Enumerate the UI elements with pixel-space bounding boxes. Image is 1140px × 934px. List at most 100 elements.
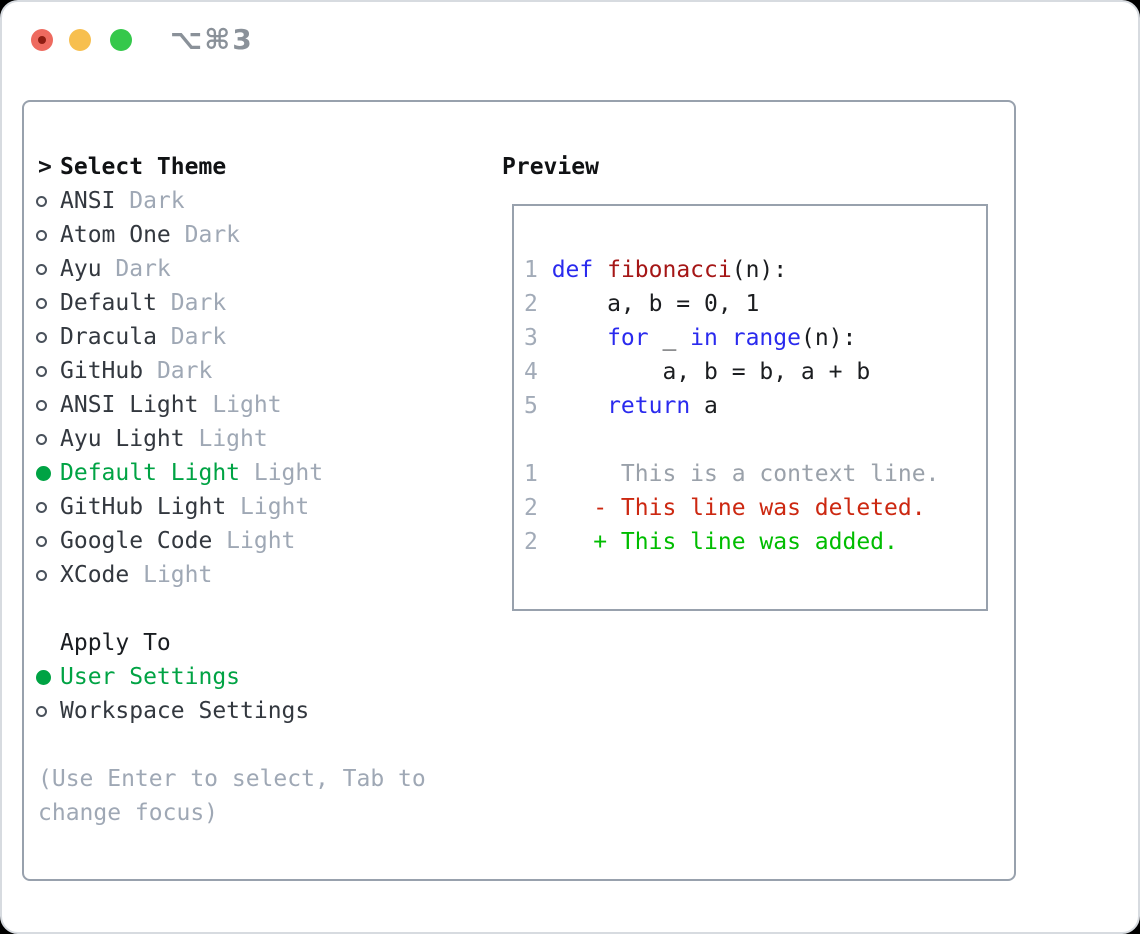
diff-text: - This line was deleted. xyxy=(551,495,926,521)
minimize-button[interactable] xyxy=(69,29,91,51)
apply-option-label: Workspace Settings xyxy=(60,698,310,724)
code-line: 5 return a xyxy=(524,389,870,423)
radio-unselected-icon xyxy=(36,535,60,547)
theme-option-label: Default Light xyxy=(60,460,241,486)
theme-option-github[interactable]: GitHub Dark xyxy=(36,354,323,388)
theme-option-default[interactable]: Default Dark xyxy=(36,286,323,320)
close-button[interactable] xyxy=(31,29,53,51)
theme-option-atom-one[interactable]: Atom One Dark xyxy=(36,218,323,252)
theme-option-github-light[interactable]: GitHub Light Light xyxy=(36,490,323,524)
selection-prompt-icon: > xyxy=(38,154,52,180)
theme-variant-badge: Light xyxy=(253,460,324,486)
preview-pane: 1 def fibonacci(n): 2 a, b = 0, 1 3 for _ i… xyxy=(512,204,988,611)
theme-option-label: Atom One xyxy=(60,222,171,248)
apply-to-title: Apply To xyxy=(60,630,171,656)
radio-selected-icon xyxy=(36,669,60,685)
preview-title: Preview xyxy=(502,154,599,180)
help-line-1: (Use Enter to select, Tab to xyxy=(38,766,426,792)
theme-list-title: Select Theme xyxy=(60,154,227,180)
apply-option-workspace-settings[interactable]: Workspace Settings xyxy=(36,694,309,728)
radio-unselected-icon xyxy=(36,331,60,343)
theme-variant-badge: Dark xyxy=(115,256,171,282)
line-number: 3 xyxy=(524,325,538,351)
line-number: 4 xyxy=(524,359,538,385)
apply-option-user-settings[interactable]: User Settings xyxy=(36,660,309,694)
theme-variant-badge: Light xyxy=(240,494,310,520)
radio-selected-icon xyxy=(36,465,60,481)
theme-option-label: ANSI Light xyxy=(60,392,199,418)
theme-option-label: Default xyxy=(60,290,157,316)
line-number: 1 xyxy=(524,461,538,487)
radio-unselected-icon xyxy=(36,433,60,445)
theme-option-default-light[interactable]: Default Light Light xyxy=(36,456,323,490)
theme-option-label: Google Code xyxy=(60,528,213,554)
theme-variant-badge: Light xyxy=(198,426,268,452)
diff-snippet: 1 This is a context line. 2 - This line w… xyxy=(524,457,939,559)
radio-unselected-icon xyxy=(36,501,60,513)
diff-line-added: 2 + This line was added. xyxy=(524,525,939,559)
theme-option-ansi-light[interactable]: ANSI Light Light xyxy=(36,388,323,422)
theme-option-label: XCode xyxy=(60,562,130,588)
code-text: a, b = b, a + b xyxy=(551,359,871,385)
radio-unselected-icon xyxy=(36,229,60,241)
code-text: def fibonacci(n): xyxy=(551,257,788,283)
diff-text: This is a context line. xyxy=(551,461,940,487)
theme-variant-badge: Dark xyxy=(170,324,227,350)
close-dot-icon xyxy=(38,36,46,44)
theme-variant-badge: Dark xyxy=(170,290,227,316)
theme-option-label: Ayu Light xyxy=(60,426,185,452)
theme-variant-badge: Dark xyxy=(156,358,213,384)
code-line: 4 a, b = b, a + b xyxy=(524,355,870,389)
theme-option-google-code[interactable]: Google Code Light xyxy=(36,524,323,558)
preview-header: Preview xyxy=(502,150,599,184)
line-number: 1 xyxy=(524,257,538,283)
theme-option-ayu[interactable]: Ayu Dark xyxy=(36,252,323,286)
diff-text: + This line was added. xyxy=(551,529,898,555)
code-text: return a xyxy=(607,393,718,419)
theme-option-dracula[interactable]: Dracula Dark xyxy=(36,320,323,354)
theme-variant-badge: Dark xyxy=(184,222,241,248)
theme-variant-badge: Dark xyxy=(129,188,185,214)
radio-unselected-icon xyxy=(36,195,60,207)
theme-option-label: GitHub xyxy=(60,358,144,384)
radio-unselected-icon xyxy=(36,365,60,377)
code-line: 1 def fibonacci(n): xyxy=(524,253,870,287)
maximize-button[interactable] xyxy=(110,29,132,51)
code-text: a, b = 0, 1 xyxy=(551,291,760,317)
theme-option-ansi[interactable]: ANSI Dark xyxy=(36,184,323,218)
line-number: 5 xyxy=(524,393,538,419)
window-shortcut-label: ⌥⌘3 xyxy=(170,23,254,56)
line-number: 2 xyxy=(524,291,538,317)
code-text: for _ in range(n): xyxy=(607,325,857,351)
theme-variant-badge: Light xyxy=(143,562,213,588)
theme-option-label: ANSI xyxy=(60,188,116,214)
theme-option-label: GitHub Light xyxy=(60,494,227,520)
theme-variant-badge: Light xyxy=(212,392,282,418)
help-line-2: change focus) xyxy=(38,800,219,826)
apply-to-header: Apply To xyxy=(36,626,309,660)
code-snippet: 1 def fibonacci(n): 2 a, b = 0, 1 3 for _ i… xyxy=(524,253,870,423)
theme-option-label: Ayu xyxy=(60,256,102,282)
radio-unselected-icon xyxy=(36,263,60,275)
theme-list-header: > Select Theme xyxy=(36,150,323,184)
radio-unselected-icon xyxy=(36,705,60,717)
line-number: 2 xyxy=(524,495,538,521)
theme-option-xcode[interactable]: XCode Light xyxy=(36,558,323,592)
help-text: (Use Enter to select, Tab to change focu… xyxy=(38,762,426,830)
code-line: 2 a, b = 0, 1 xyxy=(524,287,870,321)
theme-option-label: Dracula xyxy=(60,324,157,350)
diff-line-context: 1 This is a context line. xyxy=(524,457,939,491)
theme-option-ayu-light[interactable]: Ayu Light Light xyxy=(36,422,323,456)
apply-option-label: User Settings xyxy=(60,664,241,690)
radio-unselected-icon xyxy=(36,399,60,411)
line-number: 2 xyxy=(524,529,538,555)
radio-unselected-icon xyxy=(36,297,60,309)
radio-unselected-icon xyxy=(36,569,60,581)
theme-variant-badge: Light xyxy=(226,528,296,554)
